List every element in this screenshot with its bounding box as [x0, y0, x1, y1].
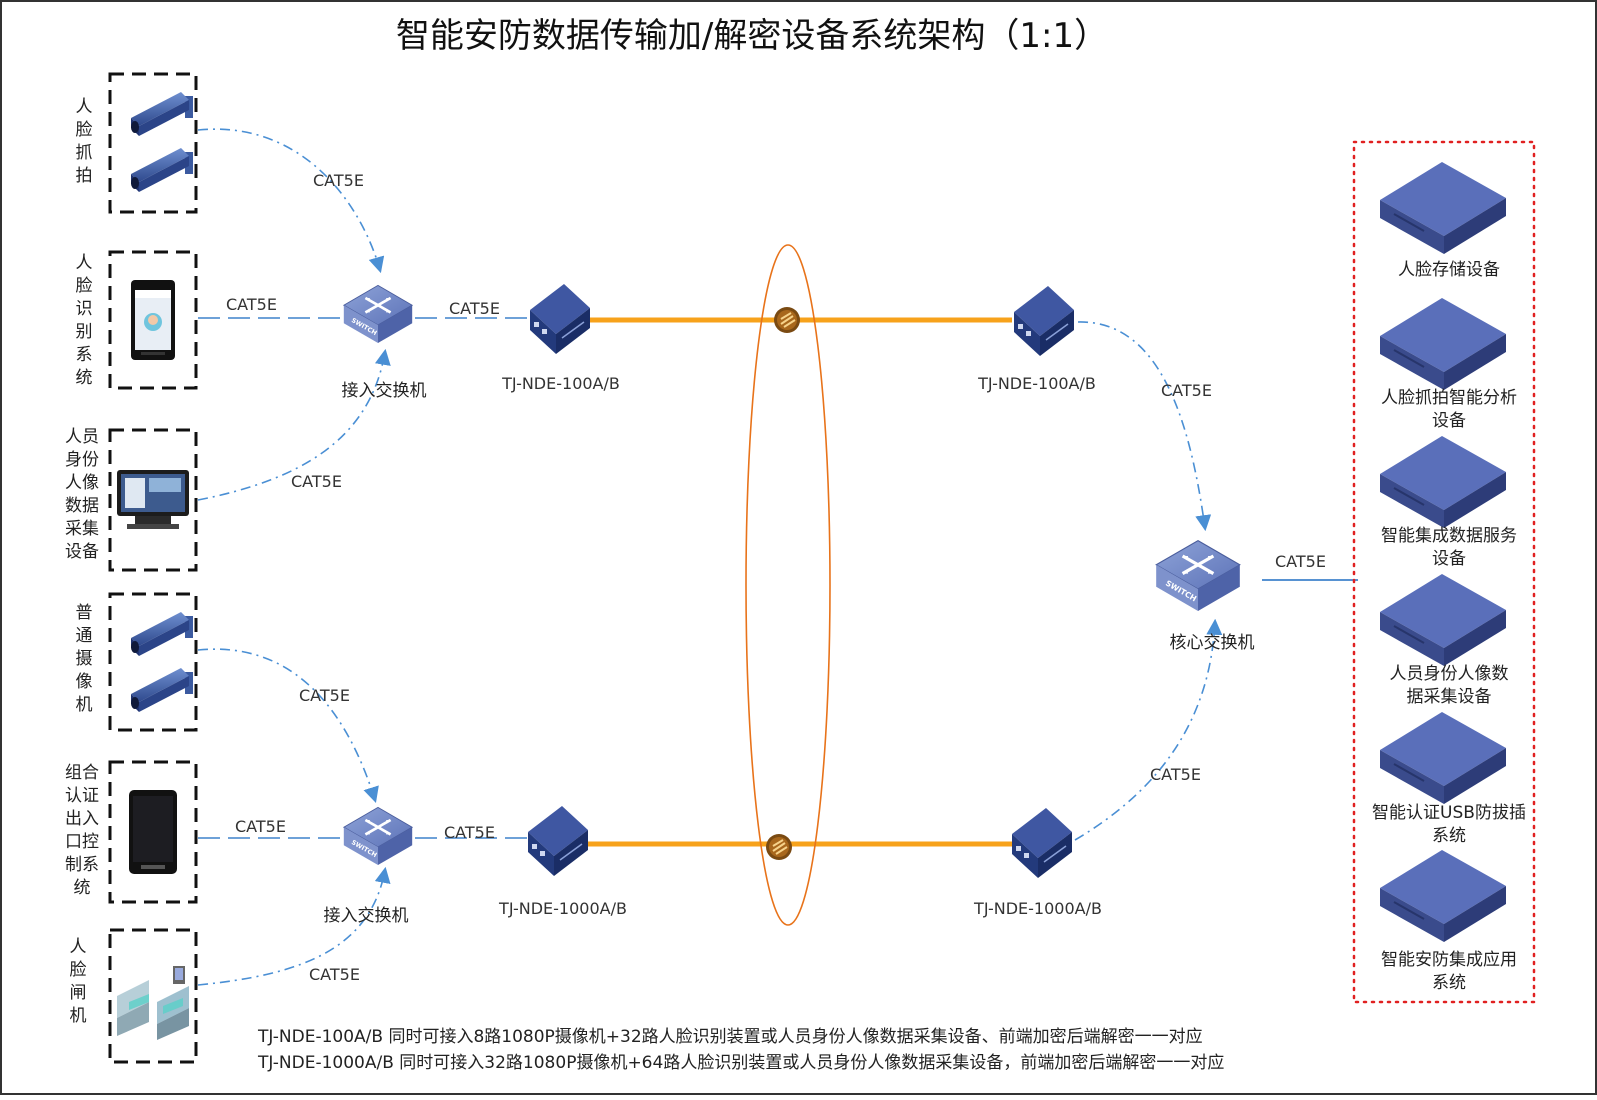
server-device: 人员身份人像数据采集设备: [1380, 574, 1509, 707]
device-group-box: [108, 428, 198, 572]
device-group-label: 人员身份人像数据采集设备: [65, 427, 99, 562]
cable-label: CAT5E: [226, 295, 277, 314]
device-group-label: 组合认证出入口控制系统: [65, 763, 99, 898]
server-icon: [1380, 712, 1506, 804]
server-label: 智能安防集成应用系统: [1381, 950, 1517, 993]
switch-label: 接入交换机: [342, 381, 427, 401]
device-group-label: 人脸识别系统: [76, 253, 93, 388]
camera-icon: [131, 92, 193, 136]
cable-label: CAT5E: [1150, 765, 1201, 784]
diagram-title: 智能安防数据传输加/解密设备系统架构（1:1）: [396, 16, 1108, 56]
server-group-box: [1352, 140, 1536, 1004]
camera-icon: [131, 148, 193, 192]
device-group: 人脸识别系统: [76, 250, 198, 390]
core-switch: SWITCH 核心交换机: [1155, 539, 1255, 653]
server-icon: [1380, 850, 1506, 942]
server-icon: [1380, 162, 1506, 254]
note-100: TJ-NDE-100A/B 同时可接入8路1080P摄像机+32路人脸识别装置或…: [257, 1027, 1203, 1047]
encryptor-icon: [530, 284, 590, 354]
camera-icon: [131, 668, 193, 712]
link-camera-bottom-to-switch: [197, 648, 379, 804]
cable-label: CAT5E: [1275, 552, 1326, 571]
cable-label: CAT5E: [1161, 381, 1212, 400]
device-group-box: [108, 592, 198, 732]
secure-zone-ellipse: [745, 244, 831, 926]
encryptor-label: TJ-NDE-1000A/B: [973, 899, 1102, 918]
encryptor-top-right: TJ-NDE-100A/B: [977, 286, 1096, 393]
encryptor-label: TJ-NDE-100A/B: [501, 374, 620, 393]
camera-icon: [131, 612, 193, 656]
encryptor-bottom-left: TJ-NDE-1000A/B: [498, 806, 627, 918]
encryptor-label: TJ-NDE-100A/B: [977, 374, 1096, 393]
link-id-to-switch: [197, 348, 391, 501]
switch-label: 核心交换机: [1170, 633, 1255, 653]
encryptor-icon: [528, 806, 588, 876]
device-group-label: 人脸闸机: [70, 937, 87, 1026]
device-group-label: 普通摄像机: [76, 603, 93, 715]
device-group: 人脸抓拍: [76, 72, 198, 214]
server-label: 人脸抓拍智能分析设备: [1381, 388, 1517, 431]
server-icon: [1380, 436, 1506, 528]
device-group: 普通摄像机: [76, 592, 198, 732]
encryptor-label: TJ-NDE-1000A/B: [498, 899, 627, 918]
link-gate-to-switch: [197, 866, 391, 986]
server-label: 智能集成数据服务设备: [1381, 526, 1517, 569]
server-device: 人脸抓拍智能分析设备: [1380, 298, 1517, 431]
switch-label: 接入交换机: [324, 906, 409, 926]
cable-label: CAT5E: [235, 817, 286, 836]
server-label: 智能认证USB防拔插系统: [1372, 803, 1526, 846]
access-control-terminal-icon: [129, 790, 177, 874]
fiber-connector-top-icon: [774, 307, 800, 333]
device-group: 人脸闸机: [70, 928, 198, 1064]
face-gate-icon: [117, 966, 189, 1040]
link-encryptor-bottom-right-to-core: [1074, 618, 1223, 841]
fiber-connector-bottom-icon: [766, 834, 792, 860]
cable-label: CAT5E: [291, 472, 342, 491]
cable-label: CAT5E: [299, 686, 350, 705]
device-group: 人员身份人像数据采集设备: [65, 427, 198, 572]
server-icon: [1380, 574, 1506, 666]
server-device: 智能认证USB防拔插系统: [1372, 712, 1526, 846]
switch-icon: SWITCH: [1155, 539, 1241, 611]
link-camera-top-to-switch: [197, 128, 385, 274]
device-group-label: 人脸抓拍: [76, 97, 93, 186]
id-capture-terminal-icon: [117, 470, 189, 529]
cable-label: CAT5E: [444, 823, 495, 842]
cable-labels: CAT5E CAT5E CAT5E CAT5E CAT5E CAT5E CAT5…: [226, 171, 1326, 984]
server-device: 智能集成数据服务设备: [1380, 436, 1517, 569]
cable-label: CAT5E: [309, 965, 360, 984]
server-device: 人脸存储设备: [1380, 162, 1506, 280]
cable-label: CAT5E: [449, 299, 500, 318]
device-group: 组合认证出入口控制系统: [65, 760, 198, 904]
device-group-box: [108, 250, 198, 390]
face-recognition-terminal-icon: [131, 280, 175, 360]
link-encryptor-top-right-to-core: [1077, 321, 1212, 532]
encryptor-icon: [1012, 808, 1072, 878]
cable-label: CAT5E: [313, 171, 364, 190]
server-icon: [1380, 298, 1506, 390]
server-label: 人员身份人像数据采集设备: [1390, 664, 1509, 707]
switch-icon: SWITCH: [342, 806, 414, 865]
server-label: 人脸存储设备: [1398, 260, 1500, 280]
switch-icon: SWITCH: [342, 284, 414, 343]
encryptor-top-left: TJ-NDE-100A/B: [501, 284, 620, 393]
encryptor-bottom-right: TJ-NDE-1000A/B: [973, 808, 1102, 918]
encryptor-icon: [1014, 286, 1074, 356]
note-1000: TJ-NDE-1000A/B 同时可接入32路1080P摄像机+64路人脸识别装…: [257, 1053, 1224, 1073]
device-group-box: [108, 72, 198, 214]
access-switch-bottom: SWITCH 接入交换机: [324, 806, 414, 926]
server-device: 智能安防集成应用系统: [1380, 850, 1517, 993]
device-group-box: [108, 760, 198, 904]
access-switch-top: SWITCH 接入交换机: [342, 284, 427, 401]
